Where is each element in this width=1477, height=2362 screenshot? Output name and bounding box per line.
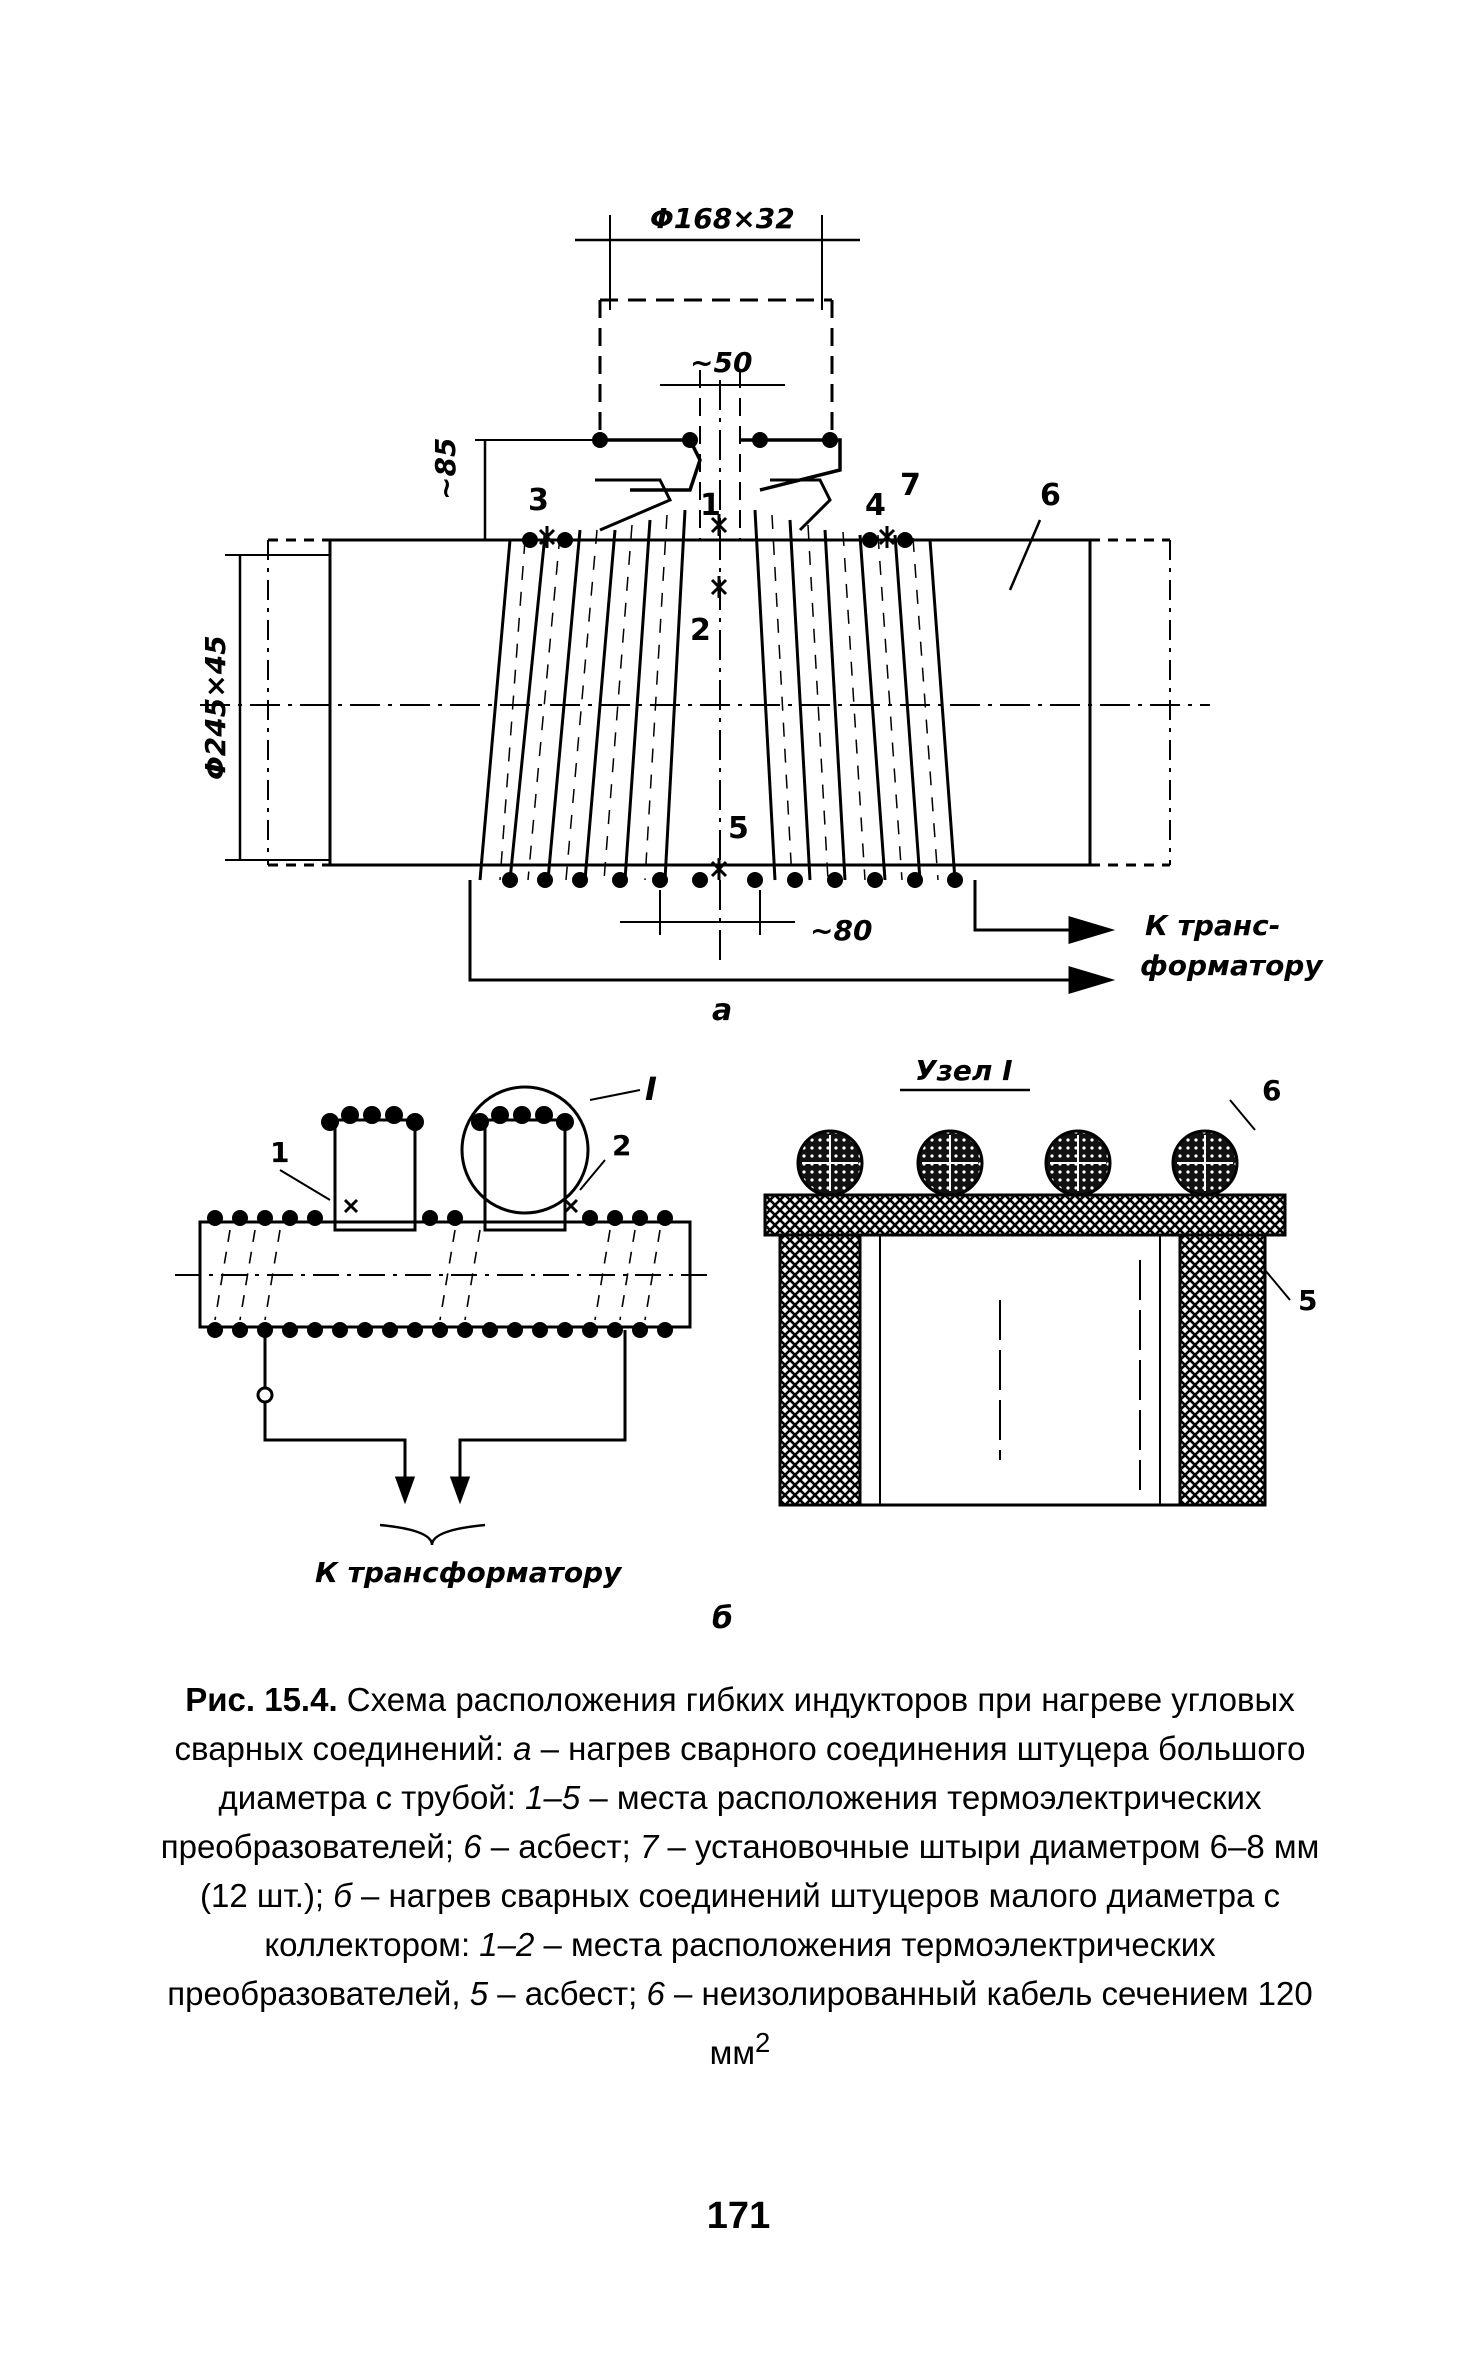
- dim-85-label: ~85: [429, 438, 462, 500]
- caption-text-7: – места расположения термоэлектрических …: [167, 1926, 1216, 2012]
- caption-text-3: – места расположения термоэлектрических …: [160, 1779, 1262, 1865]
- dim-50-label: ~50: [690, 346, 752, 379]
- caption-n5: 5: [469, 1975, 489, 2012]
- callout-4: 4: [865, 488, 886, 523]
- callout-node-6: 6: [1262, 1074, 1281, 1107]
- wall-right: [1178, 1233, 1267, 1507]
- to-transformer-label-2: форматору: [1140, 949, 1324, 982]
- to-transformer-label-b: К трансформатору: [315, 1556, 623, 1589]
- panel-label-a: а: [712, 993, 732, 1028]
- cable-turns: [796, 1129, 1239, 1197]
- callout-node-5: 5: [1298, 1284, 1317, 1317]
- node-marker-label: I: [645, 1070, 657, 1108]
- caption-text-5: – установочные штыри диаметром 6–8 мм (1…: [199, 1828, 1320, 1914]
- node-detail-labels: Узел I 6 5: [915, 1054, 1317, 1317]
- callout-6: 6: [1040, 478, 1061, 513]
- coil-turns-b: [207, 1106, 673, 1338]
- caption-text-2: – нагрев сварного соединения штуцера бол…: [218, 1730, 1306, 1816]
- main-pipe: [328, 538, 1092, 867]
- caption-sup: 2: [755, 2027, 771, 2058]
- to-transformer-label-1: К транс-: [1145, 909, 1280, 942]
- figure-b: [175, 1085, 715, 1546]
- figure-drawing: Φ168×32 ~50 ~85 Φ245×45 ~80 1 2 3 4 5 6 …: [175, 202, 1324, 1636]
- callout-3: 3: [528, 483, 549, 518]
- callout-2: 2: [690, 613, 711, 648]
- callout-5: 5: [728, 811, 749, 846]
- caption-text-8: – асбест;: [488, 1975, 647, 2012]
- caption-r15: 1–5: [525, 1779, 581, 1816]
- callout-7: 7: [900, 468, 921, 503]
- caption-text-1: Схема расположения гибких индукторов при…: [174, 1681, 1295, 1767]
- dim-top-label: Φ168×32: [650, 202, 795, 235]
- thermocouple-marks: [538, 514, 896, 880]
- caption-r12: 1–2: [479, 1926, 535, 1963]
- callout-b-1: 1: [270, 1136, 289, 1169]
- panel-label-b: б: [712, 1601, 733, 1636]
- caption-n6: 6: [463, 1828, 482, 1865]
- figure-a: [200, 215, 1210, 995]
- asbestos-plate: [763, 1193, 1287, 1237]
- caption-b: б: [333, 1877, 352, 1914]
- node-detail: [763, 1088, 1291, 1507]
- dim-diam-label: Φ245×45: [199, 635, 232, 780]
- dim-80-label: ~80: [810, 914, 872, 947]
- callout-b-2: 2: [612, 1129, 631, 1162]
- caption-text-9: – неизолированный кабель сечением 120 мм: [664, 1975, 1313, 2071]
- figure-caption: Рис. 15.4. Схема расположения гибких инд…: [160, 1675, 1320, 2077]
- caption-n7: 7: [639, 1828, 659, 1865]
- caption-n6b: 6: [646, 1975, 665, 2012]
- coil-turns-bottom: [502, 432, 963, 888]
- node-detail-title: Узел I: [915, 1054, 1013, 1087]
- caption-a: а: [513, 1730, 532, 1767]
- caption-text-4: – асбест;: [481, 1828, 640, 1865]
- callout-1: 1: [700, 488, 721, 523]
- figure-a-labels: Φ168×32 ~50 ~85 Φ245×45 ~80 1 2 3 4 5 6 …: [199, 202, 1324, 1028]
- caption-fig-label: Рис. 15.4.: [185, 1681, 338, 1718]
- page-number: 171: [706, 2195, 771, 2237]
- figure-b-labels: 1 2 I К трансформатору б: [270, 1070, 733, 1636]
- caption-text-6: – нагрев сварных соединений штуцеров мал…: [264, 1877, 1280, 1963]
- wall-left: [778, 1233, 862, 1507]
